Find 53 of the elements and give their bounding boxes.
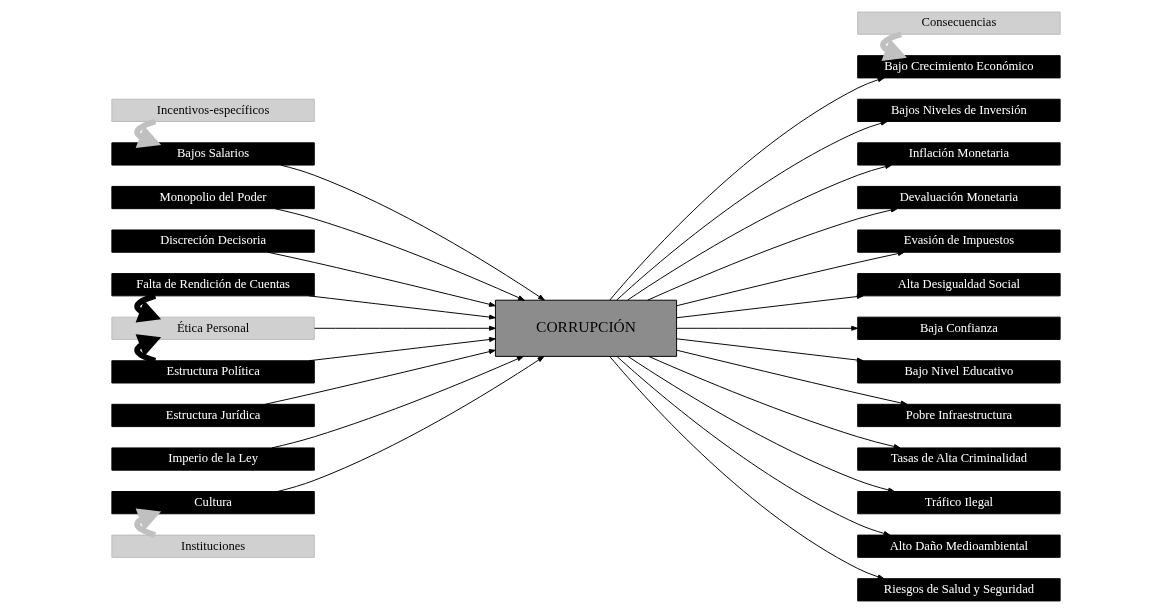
arrow (627, 356, 895, 493)
node-box: Estructura Jurídica (110, 403, 315, 428)
node-box: Cultura (110, 491, 315, 515)
node-box: Incentivos-específicos (110, 98, 315, 122)
arrow (608, 355, 884, 580)
node-box: Baja Confianza (856, 316, 1061, 340)
arrow (879, 31, 907, 61)
node-box: Alta Desigualdad Social (856, 273, 1061, 297)
arrow (675, 338, 864, 363)
node-box: Riesgos de Salud y Seguridad (856, 578, 1061, 602)
node-box: Ética Personal (110, 316, 315, 340)
arrow (608, 77, 884, 301)
node-box: Inflación Monetaria (856, 142, 1061, 166)
arrow (273, 208, 525, 301)
arrow (646, 207, 898, 301)
node-box: Bajos Niveles de Inversión (856, 98, 1061, 122)
node-box: Tasas de Alta Criminalidad (856, 447, 1061, 471)
node-box: Pobre Infraestructura (856, 403, 1061, 428)
arrow (267, 251, 496, 307)
node-box: Discreción Decisoria (110, 229, 315, 253)
node-box: Estructura Política (110, 360, 315, 384)
node-box: Bajo Crecimiento Económico (856, 55, 1061, 79)
node-box: Devaluación Monetaria (856, 185, 1061, 210)
arrow (616, 356, 890, 536)
arrow (675, 325, 858, 331)
node-box: Bajo Nivel Educativo (856, 360, 1061, 384)
node-box: Imperio de la Ley (110, 447, 315, 471)
arrow (308, 295, 496, 320)
node-box: Instituciones (110, 534, 315, 558)
arrow (279, 164, 545, 301)
arrow (271, 355, 524, 449)
node-box: Monopolio del Poder (110, 185, 315, 210)
arrow (134, 334, 161, 364)
arrow (615, 120, 887, 301)
arrow (675, 251, 904, 307)
node-box: Bajos Salarios (110, 142, 315, 166)
arrow (675, 294, 864, 319)
node-box: CORRUPCIÓN (494, 299, 677, 357)
node-box: Evasión de Impuestos (856, 229, 1061, 253)
arrow (134, 293, 161, 323)
arrow (134, 508, 161, 538)
node-box: Falta de Rendición de Cuentas (110, 273, 315, 297)
node-box: Tráfico Ilegal (856, 491, 1061, 515)
arrow (313, 325, 496, 331)
arrow (264, 349, 496, 405)
arrow (647, 355, 900, 449)
arrow (675, 349, 907, 406)
arrow (276, 356, 544, 492)
node-box: Consecuencias (856, 11, 1061, 35)
arrow (626, 164, 892, 301)
node-box: Alto Daño Medioambiental (856, 534, 1061, 558)
arrow (134, 118, 161, 149)
arrow (308, 337, 496, 362)
